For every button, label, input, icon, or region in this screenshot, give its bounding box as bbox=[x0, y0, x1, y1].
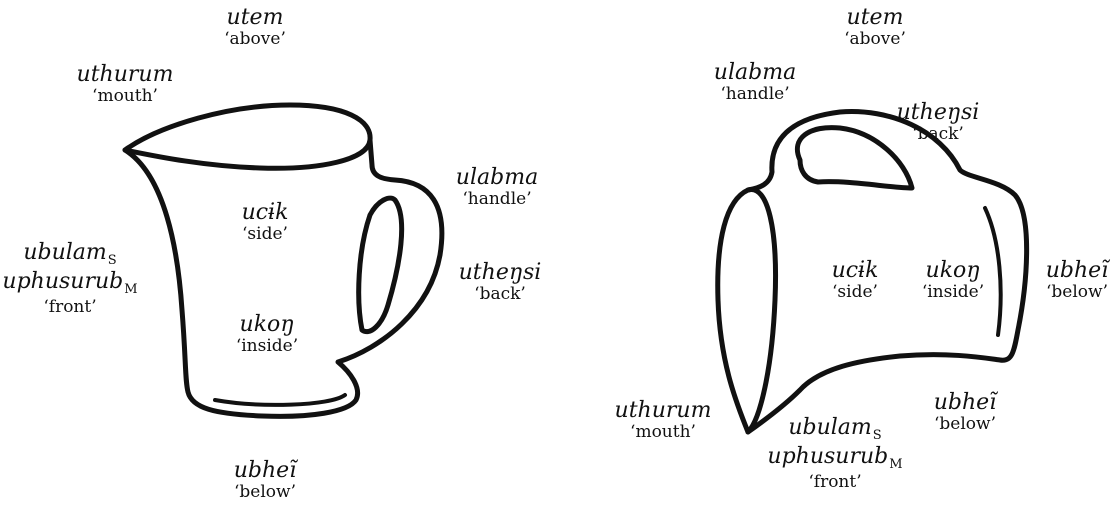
tipped-jug-mouth-term: uthurum bbox=[598, 398, 728, 423]
tipped-jug-front-term-1-subscript: S bbox=[873, 428, 882, 443]
tipped-jug-mouth-rim bbox=[718, 189, 776, 432]
upright-jug-top-term: utem bbox=[210, 5, 300, 30]
tipped-jug-front-term-2: uphusurubM bbox=[760, 444, 910, 473]
tipped-jug-below-bottom-label: ubheĩ ‘below’ bbox=[920, 390, 1010, 435]
upright-jug-inner-base-line bbox=[215, 395, 345, 405]
tipped-jug-back-label: utheŋsi ‘back’ bbox=[883, 100, 993, 145]
upright-jug-front-term-1-text: ubulam bbox=[23, 240, 106, 265]
upright-jug-side-gloss: ‘side’ bbox=[225, 225, 305, 245]
upright-jug-below-label: ubheĩ ‘below’ bbox=[220, 458, 310, 503]
tipped-jug-below-bottom-gloss: ‘below’ bbox=[920, 415, 1010, 435]
upright-jug-handle-label: ulabma ‘handle’ bbox=[442, 165, 552, 210]
tipped-jug-mouth-gloss: ‘mouth’ bbox=[598, 423, 728, 443]
upright-jug-front-term-2: uphusurubM bbox=[0, 269, 140, 298]
tipped-jug-front-term-2-text: uphusurub bbox=[767, 444, 888, 469]
upright-jug-top-gloss: ‘above’ bbox=[210, 30, 300, 50]
upright-jug-inside-gloss: ‘inside’ bbox=[222, 337, 312, 357]
tipped-jug-back-gloss: ‘back’ bbox=[883, 125, 993, 145]
tipped-jug-side-label: ucɨk ‘side’ bbox=[815, 258, 895, 303]
upright-jug-mouth-label: uthurum ‘mouth’ bbox=[60, 62, 190, 107]
tipped-jug-top-gloss: ‘above’ bbox=[830, 30, 920, 50]
upright-jug-back-term: utheŋsi bbox=[445, 260, 555, 285]
upright-jug-front-term-2-text: uphusurub bbox=[2, 269, 123, 294]
upright-jug-below-term: ubheĩ bbox=[220, 458, 310, 483]
upright-jug-front-term-1-subscript: S bbox=[108, 253, 117, 268]
upright-jug-handle-term: ulabma bbox=[442, 165, 552, 190]
upright-jug-mouth-gloss: ‘mouth’ bbox=[60, 87, 190, 107]
upright-jug-front-term-1: ubulamS bbox=[0, 240, 140, 269]
upright-jug-front-label: ubulamS uphusurubM ‘front’ bbox=[0, 240, 140, 317]
upright-jug-inside-term: ukoŋ bbox=[222, 312, 312, 337]
tipped-jug-below-side-gloss: ‘below’ bbox=[1035, 283, 1119, 303]
upright-jug-side-term: ucɨk bbox=[225, 200, 305, 225]
tipped-jug-mouth-label: uthurum ‘mouth’ bbox=[598, 398, 728, 443]
tipped-jug-handle-label: ulabma ‘handle’ bbox=[700, 60, 810, 105]
tipped-jug-front-term-1-text: ubulam bbox=[788, 415, 871, 440]
upright-jug-handle-inner bbox=[359, 198, 402, 332]
tipped-jug-side-gloss: ‘side’ bbox=[815, 283, 895, 303]
upright-jug-front-gloss: ‘front’ bbox=[0, 298, 140, 318]
upright-jug-front-term-2-subscript: M bbox=[124, 282, 137, 297]
upright-jug-mouth-rim bbox=[125, 105, 370, 168]
tipped-jug-front-label: ubulamS uphusurubM ‘front’ bbox=[760, 415, 910, 492]
upright-jug-mouth-term: uthurum bbox=[60, 62, 190, 87]
tipped-jug-below-bottom-term: ubheĩ bbox=[920, 390, 1010, 415]
tipped-jug-inside-term: ukoŋ bbox=[908, 258, 998, 283]
tipped-jug-below-side-label: ubheĩ ‘below’ bbox=[1035, 258, 1119, 303]
tipped-jug-front-gloss: ‘front’ bbox=[760, 473, 910, 493]
upright-jug-handle-gloss: ‘handle’ bbox=[442, 190, 552, 210]
upright-jug-back-label: utheŋsi ‘back’ bbox=[445, 260, 555, 305]
tipped-jug-inside-label: ukoŋ ‘inside’ bbox=[908, 258, 998, 303]
tipped-jug-top-term: utem bbox=[830, 5, 920, 30]
upright-jug-side-label: ucɨk ‘side’ bbox=[225, 200, 305, 245]
tipped-jug-side-term: ucɨk bbox=[815, 258, 895, 283]
tipped-jug-front-term-1: ubulamS bbox=[760, 415, 910, 444]
upright-jug-inside-label: ukoŋ ‘inside’ bbox=[222, 312, 312, 357]
tipped-jug-handle-gloss: ‘handle’ bbox=[700, 85, 810, 105]
tipped-jug-front-term-2-subscript: M bbox=[889, 457, 902, 472]
upright-jug-top-label: utem ‘above’ bbox=[210, 5, 300, 50]
tipped-jug-handle-term: ulabma bbox=[700, 60, 810, 85]
tipped-jug-top-label: utem ‘above’ bbox=[830, 5, 920, 50]
tipped-jug-back-term: utheŋsi bbox=[883, 100, 993, 125]
tipped-jug-inside-gloss: ‘inside’ bbox=[908, 283, 998, 303]
tipped-jug-below-side-term: ubheĩ bbox=[1035, 258, 1119, 283]
upright-jug-below-gloss: ‘below’ bbox=[220, 483, 310, 503]
upright-jug-back-gloss: ‘back’ bbox=[445, 285, 555, 305]
